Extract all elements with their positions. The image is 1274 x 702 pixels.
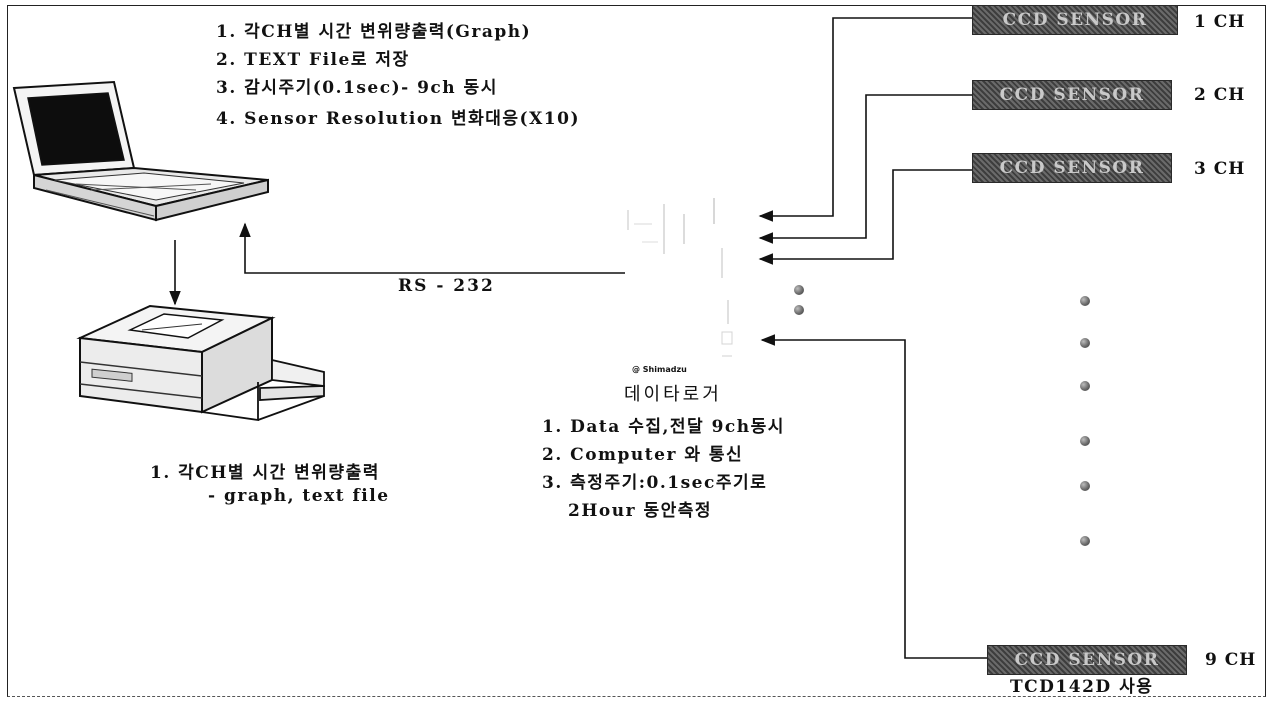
ellipsis-dot: [794, 305, 804, 315]
ellipsis-dot: [1080, 338, 1090, 348]
channel-label-3: 3 CH: [1194, 159, 1245, 179]
ccd-sensor-2: CCD SENSOR: [972, 80, 1172, 110]
ccd-sensor-3: CCD SENSOR: [972, 153, 1172, 183]
data-logger-icon: [618, 184, 758, 370]
ellipsis-dot: [1080, 296, 1090, 306]
channel-label-1: 1 CH: [1194, 12, 1245, 32]
laptop-icon: [6, 80, 276, 230]
computer-spec-1: 1. 각CH별 시간 변위량출력(Graph): [216, 17, 531, 42]
computer-spec-3: 3. 감시주기(0.1sec)- 9ch 동시: [216, 73, 498, 98]
ccd-sensor-9: CCD SENSOR: [987, 645, 1187, 675]
rs232-label: RS - 232: [398, 276, 495, 296]
computer-spec-4: 4. Sensor Resolution 변화대응(X10): [216, 104, 580, 129]
wire-ch9: [762, 340, 987, 658]
ellipsis-dot: [1080, 536, 1090, 546]
ccd-sensor-1: CCD SENSOR: [972, 5, 1178, 35]
channel-label-9: 9 CH: [1205, 650, 1256, 670]
sensor-model-note: TCD142D 사용: [1010, 672, 1153, 697]
logger-spec-2: 2. Computer 와 통신: [542, 440, 743, 465]
logger-spec-3: 3. 측정주기:0.1sec주기로: [542, 468, 767, 493]
ellipsis-dot: [1080, 381, 1090, 391]
wire-rs232: [245, 224, 625, 273]
logger-spec-1: 1. Data 수집,전달 9ch동시: [542, 412, 785, 437]
channel-label-2: 2 CH: [1194, 85, 1245, 105]
logger-title: 데이타로거: [624, 380, 722, 406]
computer-spec-2: 2. TEXT File로 저장: [216, 45, 410, 70]
logger-spec-4: 2Hour 동안측정: [568, 496, 712, 521]
printer-spec-2: - graph, text file: [208, 486, 390, 506]
printer-spec-1: 1. 각CH별 시간 변위량출력: [150, 458, 380, 483]
logger-brand-label: @ Shimadzu: [632, 365, 687, 374]
ellipsis-dot: [1080, 481, 1090, 491]
ellipsis-dot: [1080, 436, 1090, 446]
printer-icon: [62, 300, 362, 430]
ellipsis-dot: [794, 285, 804, 295]
